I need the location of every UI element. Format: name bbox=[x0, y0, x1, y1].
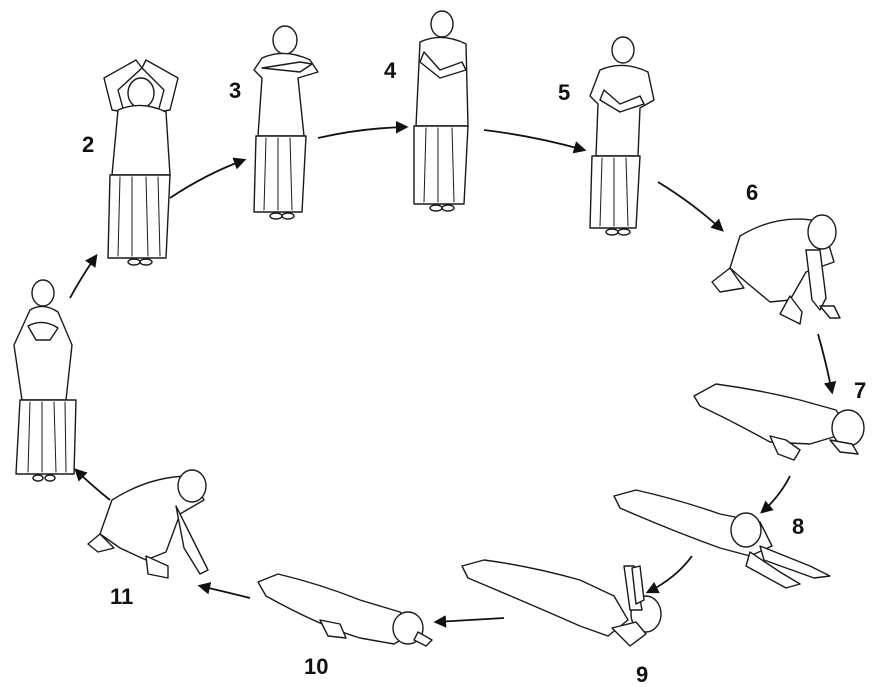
figure-bowing-10 bbox=[258, 574, 432, 646]
arrow-9-to-10 bbox=[436, 618, 504, 622]
step-label-7: 7 bbox=[854, 378, 866, 403]
arrow-10-to-11 bbox=[200, 586, 250, 598]
step-label-2: 2 bbox=[82, 132, 94, 157]
step-label-11: 11 bbox=[110, 584, 133, 609]
step-label-8: 8 bbox=[792, 514, 804, 539]
arrow-2-to-3 bbox=[170, 160, 244, 198]
arrow-4-to-5 bbox=[484, 130, 584, 150]
arrow-5-to-6 bbox=[658, 182, 722, 230]
arrow-11-to-1 bbox=[76, 470, 110, 500]
step-label-3: 3 bbox=[229, 78, 241, 103]
figure-hands-joined-3 bbox=[254, 26, 318, 219]
arrow-3-to-4 bbox=[318, 127, 406, 138]
figure-rising-kneeling bbox=[88, 470, 208, 578]
step-label-5: 5 bbox=[558, 80, 570, 105]
figure-hands-joined-5 bbox=[590, 37, 654, 235]
figure-lying-hands-joined bbox=[462, 560, 661, 646]
figure-standing-hands-chest bbox=[14, 280, 76, 481]
arrow-6-to-7 bbox=[818, 334, 832, 392]
figure-lying-8 bbox=[614, 490, 830, 588]
step-label-6: 6 bbox=[746, 180, 758, 205]
figure-prostrate-7 bbox=[694, 384, 864, 460]
figure-kneeling-hands-down bbox=[712, 215, 840, 324]
arrow-7-to-8 bbox=[762, 476, 790, 512]
step-label-4: 4 bbox=[384, 58, 397, 83]
figure-hands-joined-4 bbox=[414, 11, 468, 211]
step-label-9: 9 bbox=[636, 662, 648, 687]
arrow-8-to-9 bbox=[648, 556, 692, 592]
arrow-1-to-2 bbox=[70, 256, 96, 298]
step-label-10: 10 bbox=[304, 654, 328, 679]
figure-arms-raised bbox=[104, 60, 178, 265]
